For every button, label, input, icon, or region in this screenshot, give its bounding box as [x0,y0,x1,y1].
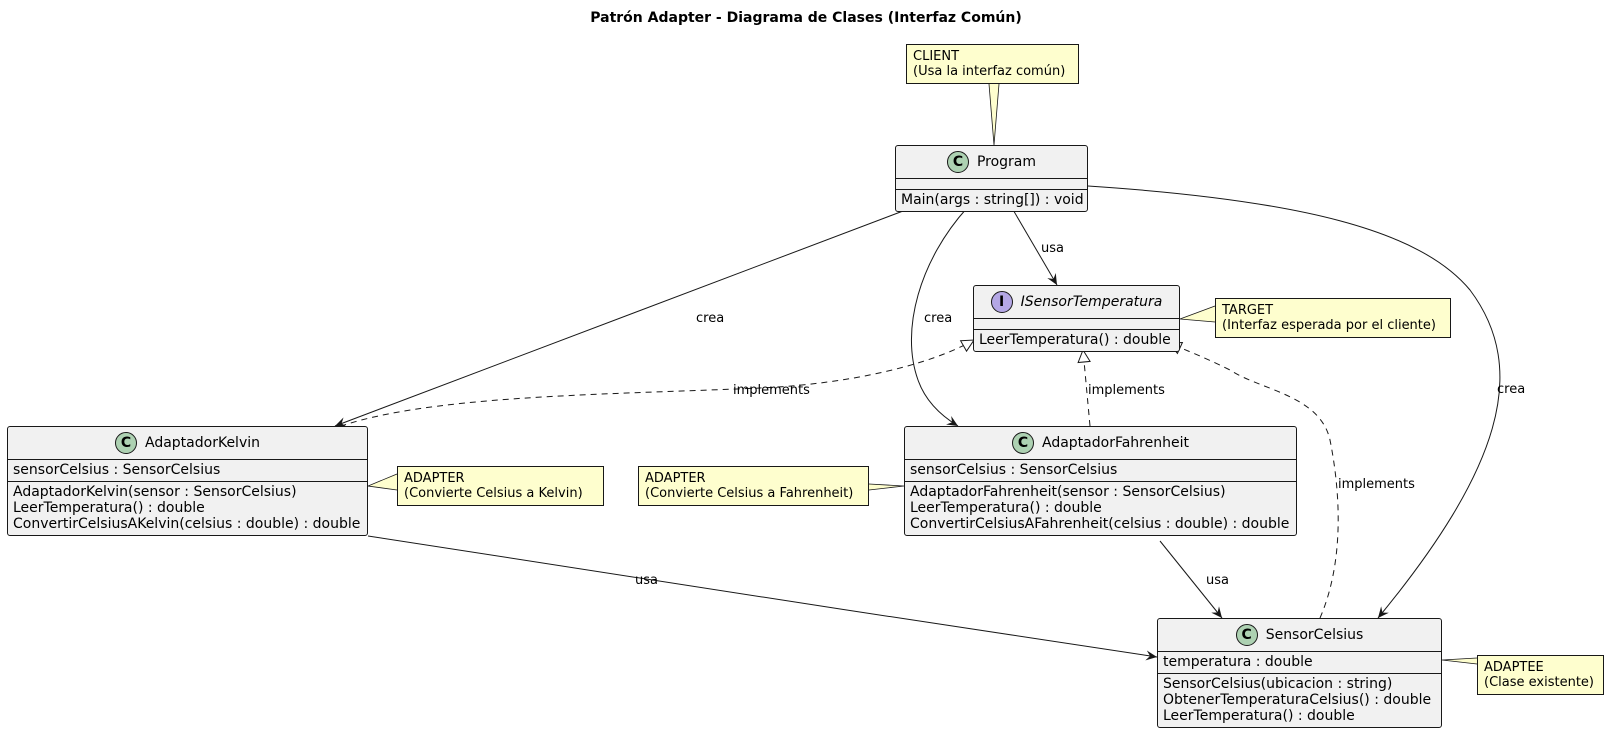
note-kelvin-tail [366,473,398,491]
diagram-title: Patrón Adapter - Diagrama de Clases (Int… [590,10,1022,26]
note-adaptee: ADAPTEE (Clase existente) [1477,655,1604,695]
class-name: AdaptadorFahrenheit [1042,435,1189,451]
note-adapter-fahrenheit: ADAPTER (Convierte Celsius a Fahrenheit) [638,466,869,506]
method: LeerTemperatura() : double [1163,708,1355,724]
class-name: AdaptadorKelvin [145,435,260,451]
method: LeerTemperatura() : double [910,500,1102,516]
note-target-tail [1179,305,1216,323]
label-kelvin-isensor: implements [733,383,810,398]
method: LeerTemperatura() : double [13,500,205,516]
note-client: CLIENT (Usa la interfaz común) [906,44,1079,84]
edge-kelvin-celsius [367,535,1158,661]
note-adapter-kelvin: ADAPTER (Convierte Celsius a Kelvin) [397,466,604,506]
interface-icon: I [990,291,1013,313]
field: temperatura : double [1163,654,1313,670]
label-program-kelvin: crea [696,311,724,326]
class-icon: C [1235,624,1258,646]
note-client-tail [988,83,1000,146]
method: ObtenerTemperaturaCelsius() : double [1163,692,1432,708]
class-program: C Program Main(args : string[]) : void [895,145,1088,212]
edge-program-isensor [1011,207,1058,286]
class-icon: C [1012,432,1034,454]
field: sensorCelsius : SensorCelsius [13,462,221,478]
label-fahrenheit-isensor: implements [1088,383,1165,398]
note-target: TARGET (Interfaz esperada por el cliente… [1215,298,1451,338]
label-program-celsius: crea [1497,382,1525,397]
class-name: Program [976,154,1037,170]
class-icon: C [115,432,137,454]
interface-isensortemperatura: I ISensorTemperatura LeerTemperatura() : … [973,285,1180,352]
method: ConvertirCelsiusAKelvin(celsius : double… [13,516,361,532]
method: Main(args : string[]) : void [901,192,1084,208]
method: ConvertirCelsiusAFahrenheit(celsius : do… [910,516,1290,532]
edge-program-celsius [1087,185,1501,619]
label-kelvin-celsius: usa [635,573,658,588]
method: AdaptadorKelvin(sensor : SensorCelsius) [13,484,297,500]
edge-fahrenheit-celsius [1159,540,1223,619]
class-icon: C [946,151,969,173]
class-sensorcelsius: C SensorCelsius temperatura : double Sens… [1157,618,1442,728]
method: SensorCelsius(ubicacion : string) [1163,676,1393,692]
edge-program-kelvin [334,207,912,427]
label-fahrenheit-celsius: usa [1206,573,1229,588]
class-adaptadorfahrenheit: C AdaptadorFahrenheit sensorCelsius : Sen… [904,426,1297,536]
field: sensorCelsius : SensorCelsius [910,462,1118,478]
method: AdaptadorFahrenheit(sensor : SensorCelsi… [910,484,1226,500]
label-program-fahrenheit: crea [924,311,952,326]
edge-fahrenheit-isensor [1083,350,1090,427]
class-adaptadorkelvin: C AdaptadorKelvin sensorCelsius : SensorC… [7,426,368,536]
method: LeerTemperatura() : double [979,332,1171,348]
edge-kelvin-isensor [329,340,974,431]
note-fahrenheit-tail [868,483,905,491]
edge-celsius-isensor [1169,343,1339,619]
edge-program-fahrenheit [910,207,968,427]
class-name: SensorCelsius [1265,627,1364,643]
label-program-isensor: usa [1041,241,1064,256]
note-adaptee-tail [1441,657,1478,665]
label-celsius-isensor: implements [1338,477,1415,492]
interface-name: ISensorTemperatura [1020,294,1163,310]
